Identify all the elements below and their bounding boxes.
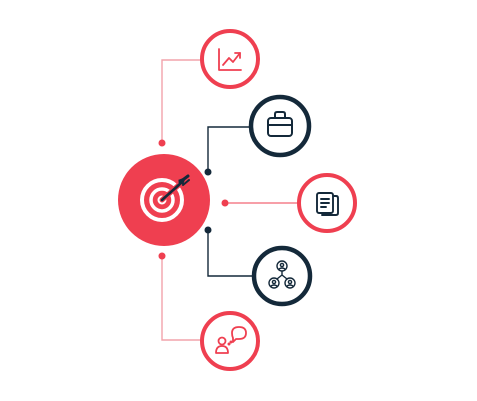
center-hub [118,154,210,246]
connector-growth [161,59,201,143]
connector-communication [161,256,201,341]
dot-communication [158,252,166,260]
trend-chart-icon [218,48,242,71]
node-documents[interactable] [297,173,357,233]
connectors [161,59,298,341]
dot-growth [158,139,166,147]
node-communication[interactable] [200,311,260,371]
node-growth[interactable] [200,29,260,89]
connector-dots [158,139,229,260]
document-stack-icon [316,192,339,216]
person-speech-icon [215,326,247,354]
target-arrow-icon [140,174,190,222]
connector-team [207,230,252,277]
dot-documents [221,199,229,207]
dot-team [204,226,212,234]
people-network-icon [268,260,296,289]
briefcase-icon [267,111,293,137]
node-team[interactable] [251,245,313,307]
dot-business [204,168,212,176]
connector-business [207,126,250,172]
node-business[interactable] [248,94,312,158]
